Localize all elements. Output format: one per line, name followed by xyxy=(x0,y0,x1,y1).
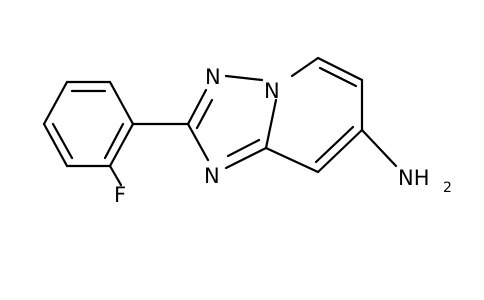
bond-ph-3 xyxy=(108,122,135,168)
bond-ph-5 xyxy=(42,122,69,168)
bond-c7-nh2 xyxy=(360,128,398,168)
bond-ph-5-inner xyxy=(51,122,74,160)
bond-n3-c2 xyxy=(186,122,210,162)
bond-n1-n xyxy=(224,74,264,82)
bond-c2-n1 xyxy=(186,88,208,126)
atom-amine-subscript: 2 xyxy=(443,180,452,196)
bond-c5-c6-inner xyxy=(318,66,358,88)
atom-nitrogen-bottom: N xyxy=(204,164,220,188)
phenyl-ring xyxy=(42,80,135,168)
bond-c7-c8-inner xyxy=(314,125,355,164)
bond-ph-6 xyxy=(42,80,69,126)
bond-n-c8a xyxy=(264,98,278,150)
atom-amine: NH xyxy=(398,166,430,190)
atom-nitrogen-bridge: N xyxy=(264,79,280,103)
bond-c5-c6 xyxy=(316,56,364,82)
bond-c2-n1-double xyxy=(195,98,214,130)
bond-ph-2 xyxy=(108,80,135,126)
bond-c8a-n3 xyxy=(224,146,268,170)
bond-c8a-n3-double xyxy=(226,138,261,158)
bond-n-c5 xyxy=(290,56,320,78)
triazole-ring xyxy=(186,74,278,170)
bond-c7-c8 xyxy=(316,128,364,174)
atom-nitrogen-top: N xyxy=(205,65,221,89)
pyridine-ring xyxy=(264,56,364,174)
bond-ph-3-inner xyxy=(103,122,125,160)
bond-c-f xyxy=(108,164,123,187)
atom-fluorine: F xyxy=(114,183,126,207)
bond-c8-c8a xyxy=(264,146,320,174)
